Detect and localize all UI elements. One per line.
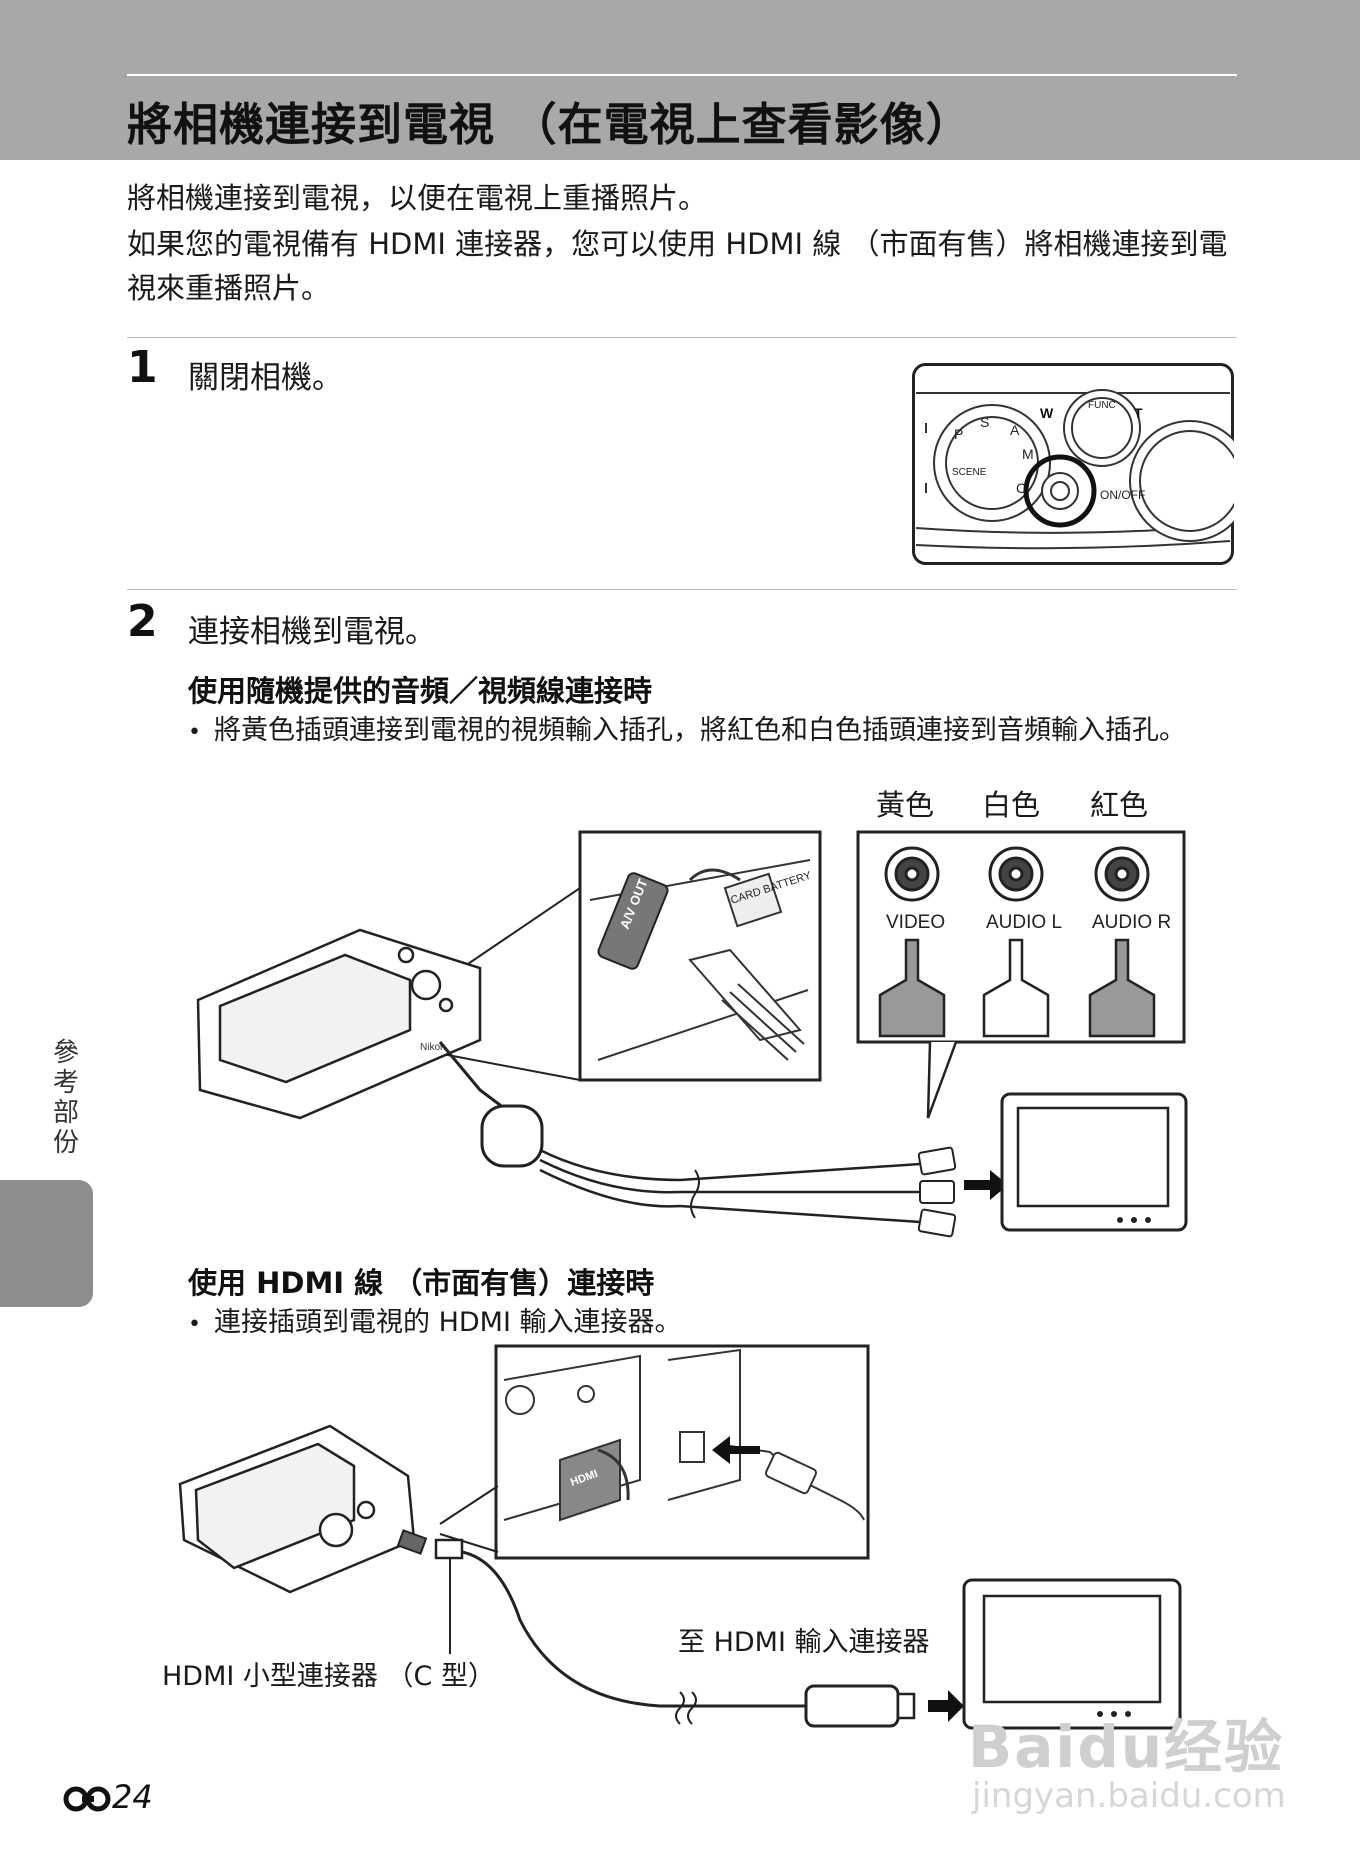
sidebar-section-label: 參考部份 (52, 1038, 79, 1158)
jack-label-audio-l: AUDIO L (986, 912, 1063, 933)
hdmi-bullet-text: 連接插頭到電視的 HDMI 輸入連接器。 (214, 1307, 682, 1338)
step-1-number: 1 (127, 342, 158, 393)
header-rule (127, 74, 1237, 76)
zoom-t-label: T (1134, 405, 1143, 421)
camera-brand: Nikon (420, 1042, 446, 1053)
header-band (0, 0, 1360, 160)
mode-dial-a: A (1010, 422, 1020, 438)
jack-label-video: VIDEO (886, 912, 946, 933)
intro-line-1: 將相機連接到電視，以便在電視上重播照片。 (127, 181, 708, 215)
intro-line-2: 如果您的電視備有 HDMI 連接器，您可以使用 HDMI 線 （市面有售）將相機… (127, 227, 1228, 305)
hdmi-tv-label: 至 HDMI 輸入連接器 (678, 1627, 930, 1658)
step-2-text: 連接相機到電視。 (188, 614, 436, 650)
divider-2 (127, 589, 1237, 590)
hdmi-bullet-dot: • (188, 1312, 201, 1337)
func-ring-label: FUNC (1088, 400, 1116, 411)
watermark-logo: Baidu经验 (968, 1713, 1285, 1781)
mode-dial-p: P (954, 426, 963, 442)
svg-text:Nikon: Nikon (420, 1042, 446, 1053)
page-number-text: 24 (112, 1778, 153, 1816)
av-bullet-dot: • (188, 720, 201, 745)
page-number: 24 (63, 1778, 153, 1816)
page-title: 將相機連接到電視 （在電視上查看影像） (127, 98, 972, 151)
sidebar-tab (0, 1180, 93, 1307)
hdmi-heading: 使用 HDMI 線 （市面有售）連接時 (188, 1266, 655, 1300)
color-label-yellow: 黃色 (876, 788, 935, 822)
step-2-number: 2 (127, 596, 158, 647)
mode-dial-c: C (1016, 480, 1026, 496)
divider-1 (127, 337, 1237, 338)
mode-dial-m: M (1022, 446, 1034, 462)
watermark-url: jingyan.baidu.com (972, 1776, 1286, 1816)
av-heading: 使用隨機提供的音頻／視頻線連接時 (188, 674, 653, 708)
mode-dial-s: S (980, 414, 989, 430)
jack-label-audio-r: AUDIO R (1092, 912, 1172, 933)
reference-icon (63, 1786, 111, 1812)
camera-top-figure: W T FUNC P S A M C SCENE ON/OFF (912, 363, 1234, 565)
color-label-white: 白色 (982, 788, 1041, 822)
power-label: ON/OFF (1100, 488, 1145, 502)
av-bullet-text: 將黃色插頭連接到電視的視頻輸入插孔，將紅色和白色插頭連接到音頻輸入插孔。 (214, 715, 1186, 746)
zoom-w-label: W (1040, 405, 1054, 421)
step-1-text: 關閉相機。 (188, 360, 343, 396)
color-label-red: 紅色 (1090, 788, 1149, 822)
mode-dial-scene: SCENE (952, 467, 987, 478)
hdmi-mini-label: HDMI 小型連接器 （C 型） (162, 1661, 495, 1692)
